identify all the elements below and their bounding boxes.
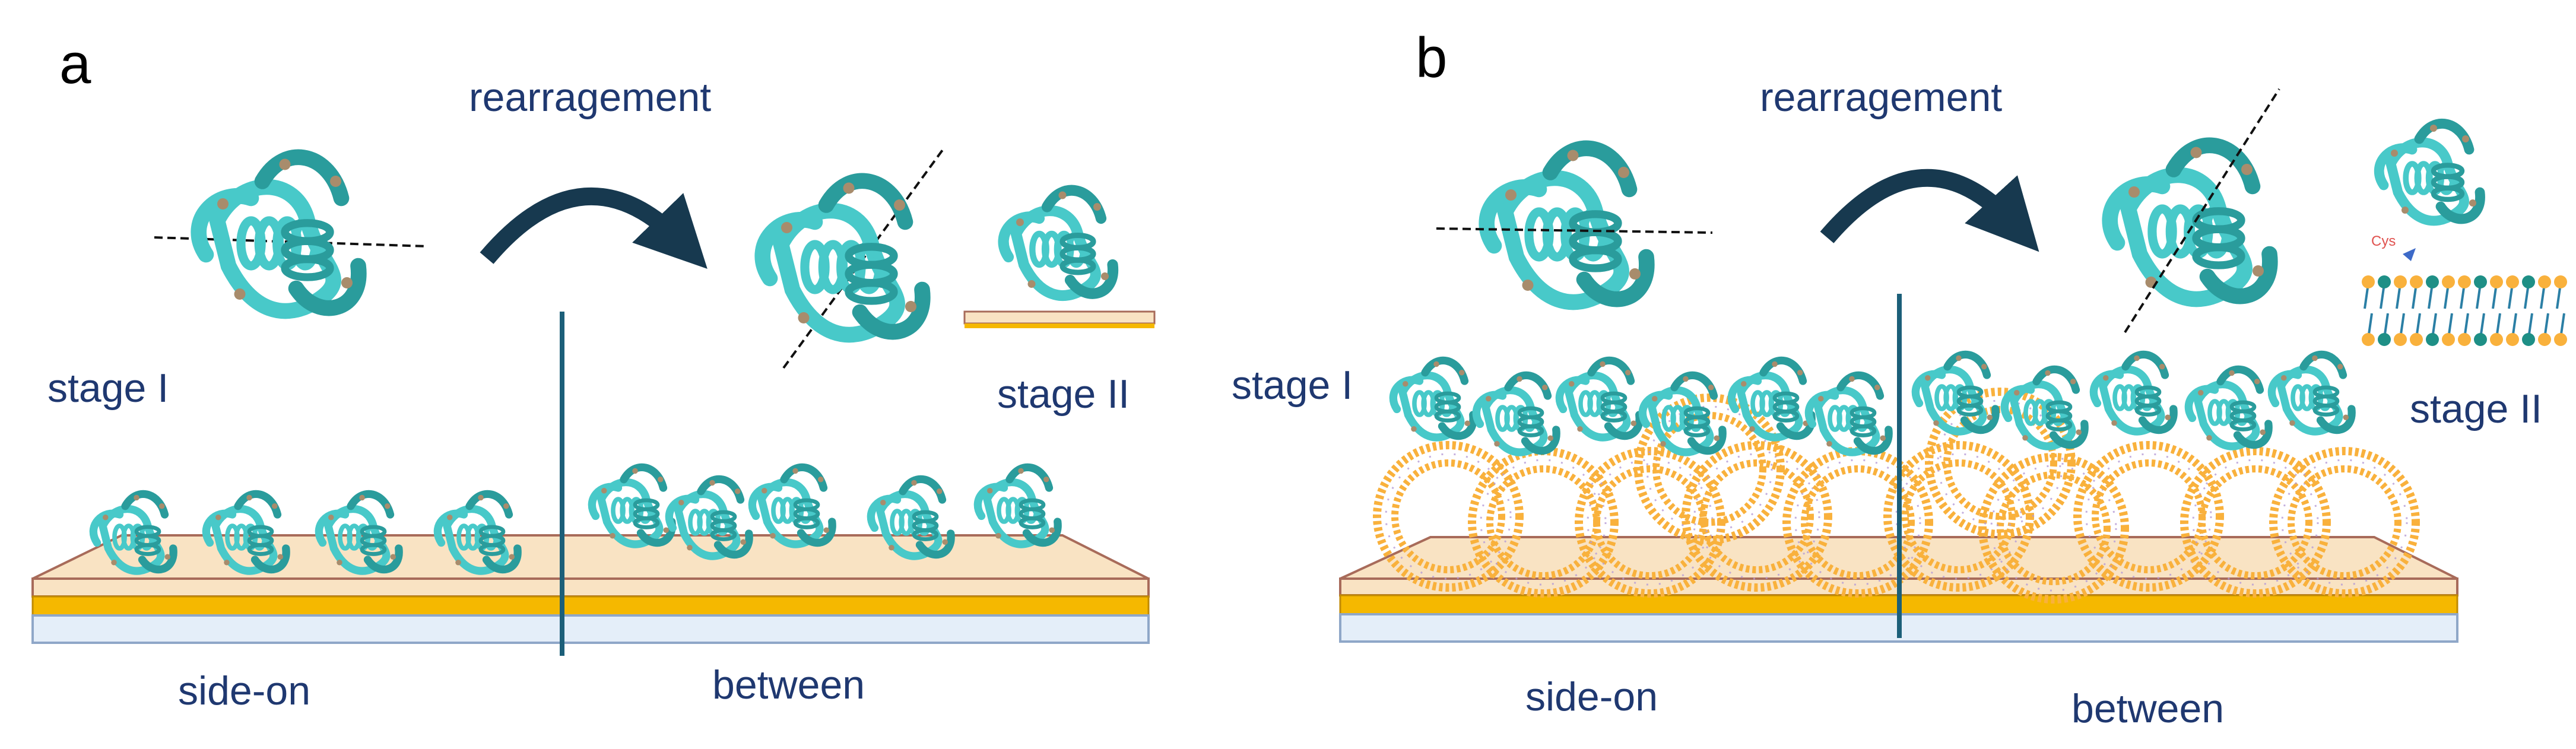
stage1-label-b: stage I xyxy=(1232,363,1353,408)
inset-substrate-a xyxy=(963,310,1156,325)
protein-inset-b xyxy=(2374,119,2485,226)
membrane-inset-b xyxy=(2362,275,2567,346)
substrate-a xyxy=(31,534,1150,644)
protein-between-a-4 xyxy=(973,463,1062,548)
protein-inset-a xyxy=(998,185,1119,301)
substrate-a-gold xyxy=(31,595,1150,617)
protein-stage1-b xyxy=(1479,140,1655,310)
stage1-label-a: stage I xyxy=(47,366,169,411)
vesicle-b-7 xyxy=(2073,441,2224,592)
protein-sideon-b-2 xyxy=(1555,356,1644,442)
protein-sideon-b-1 xyxy=(1472,371,1560,456)
proteins-b xyxy=(1389,119,2485,456)
rearrangement-label-a: rearragement xyxy=(469,75,712,120)
protein-between-a-0 xyxy=(588,463,676,548)
protein-sideon-a-3 xyxy=(433,490,522,575)
cys-marker xyxy=(2403,248,2416,261)
vesicle-b-0 xyxy=(1373,441,1524,592)
between-label-b: between xyxy=(2071,686,2225,731)
axis-line-b-left xyxy=(1436,227,1713,234)
vesicles-b xyxy=(1373,388,2420,604)
protein-stage1-a xyxy=(191,149,367,319)
between-label-a: between xyxy=(712,662,865,707)
protein-sideon-b-5 xyxy=(1804,371,1893,456)
vesicle-b-9 xyxy=(2269,447,2420,598)
rearrangement-arrow-b xyxy=(1820,169,2039,252)
substrate-a-glass xyxy=(31,614,1150,644)
panel-a xyxy=(31,147,1156,656)
protein-between-b-1 xyxy=(2000,365,2089,450)
protein-sideon-a-2 xyxy=(315,490,403,575)
protein-between-b-2 xyxy=(2089,350,2178,436)
protein-between-b-4 xyxy=(2267,350,2356,436)
protein-sideon-b-4 xyxy=(1727,356,1816,442)
protein-between-a-3 xyxy=(867,475,955,560)
rearrangement-arrow-a xyxy=(480,187,708,269)
panel-b-letter: b xyxy=(1416,26,1448,90)
protein-rearranged-b xyxy=(2102,137,2278,307)
axis-line-b-right xyxy=(2124,88,2280,334)
protein-sideon-b-3 xyxy=(1638,371,1727,456)
cys-label: Cys xyxy=(2371,233,2396,249)
cys-arrow-icon xyxy=(2403,248,2416,261)
stage2-label-b: stage II xyxy=(2410,386,2543,431)
panel-b xyxy=(1339,88,2567,643)
inset-substrate-a-gold xyxy=(965,323,1154,328)
vesicle-b-8 xyxy=(2180,447,2331,598)
rearrangement-label-b: rearragement xyxy=(1760,75,2003,120)
protein-between-b-0 xyxy=(1911,350,2000,436)
side-on-label-a: side-on xyxy=(178,668,311,713)
protein-sideon-a-0 xyxy=(89,490,177,575)
proteins-a xyxy=(89,149,1119,575)
protein-sideon-a-1 xyxy=(202,490,290,575)
substrate-a-tan xyxy=(31,577,1150,598)
protein-between-a-1 xyxy=(665,475,753,560)
side-on-label-b: side-on xyxy=(1525,674,1658,719)
panel-a-letter: a xyxy=(59,32,91,96)
protein-between-b-3 xyxy=(2184,365,2273,450)
vesicle-b-11 xyxy=(1634,393,1785,544)
protein-sideon-b-0 xyxy=(1389,356,1477,442)
vesicle-b-10 xyxy=(1925,388,2076,538)
substrate-a-top xyxy=(32,534,1149,580)
protein-between-a-2 xyxy=(748,463,836,548)
protein-rearranged-a xyxy=(754,173,931,343)
stage2-label-a: stage II xyxy=(997,372,1130,417)
